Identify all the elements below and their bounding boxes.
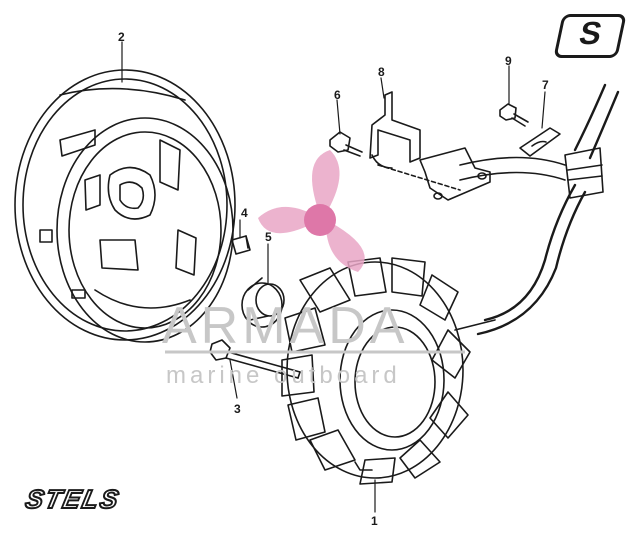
- brand-badge: S: [553, 14, 627, 58]
- callout-2: 2: [118, 30, 125, 44]
- clamp-7-part: [519, 127, 561, 157]
- flywheel-part: [14, 69, 236, 343]
- brand-logo: STELS: [22, 483, 124, 515]
- watermark-propeller-logo: [258, 150, 365, 272]
- bolt-3-part: [209, 339, 301, 379]
- stator-part: [281, 257, 496, 485]
- callout-5: 5: [265, 230, 272, 244]
- callout-8: 8: [378, 65, 385, 79]
- callout-6: 6: [334, 88, 341, 102]
- brand-badge-letter: S: [576, 15, 606, 51]
- callout-9: 9: [505, 54, 512, 68]
- callout-4: 4: [241, 206, 248, 220]
- callout-7: 7: [542, 78, 549, 92]
- watermark-title: ARMADA: [162, 297, 409, 355]
- wire-harness: [459, 83, 620, 336]
- callout-3: 3: [234, 402, 241, 416]
- callout-1: 1: [371, 514, 378, 528]
- key-4-part: [231, 235, 251, 255]
- leader-lines: [121, 41, 546, 513]
- screw-9-part: [499, 103, 529, 127]
- watermark-subtitle: marine outboard: [166, 362, 401, 389]
- washer-5-part: [241, 277, 285, 328]
- bolt-6-part: [329, 131, 363, 157]
- bracket-part: [369, 91, 491, 201]
